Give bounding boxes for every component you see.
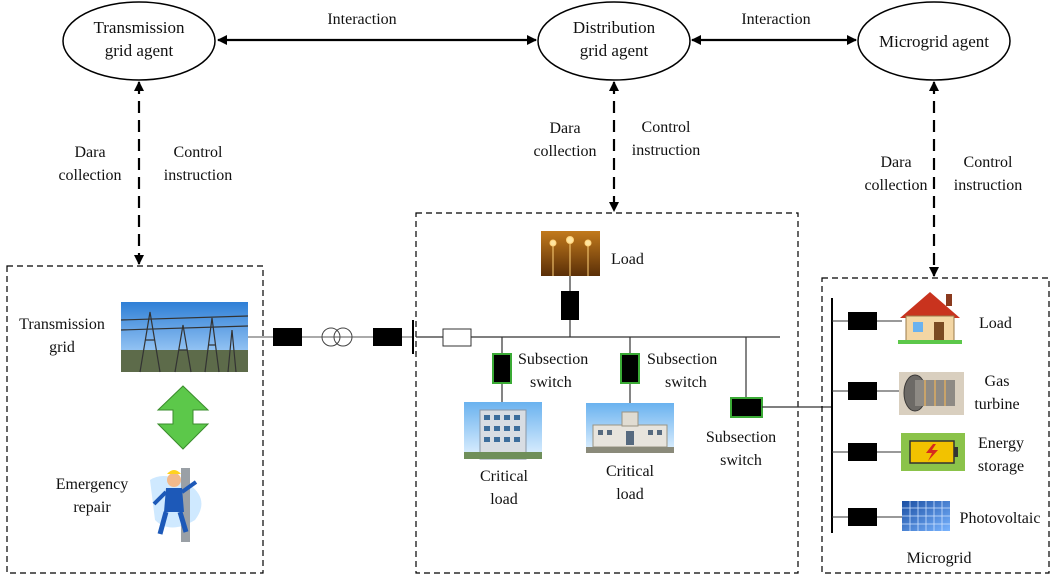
subsection-switch-2 [620,353,640,384]
distribution-grid-agent: Distribution grid agent [537,1,691,81]
transmission-data-label-1: Dara [74,144,105,161]
microgrid-data-label-1: Dara [880,154,911,171]
subsection-switch-2-label-1: Subsection [647,351,717,368]
subsection-switch-1-label-1: Subsection [518,351,588,368]
microgrid-title: Microgrid [907,550,972,567]
transformer-coil-1 [321,327,341,347]
transmission-agent-label-1: Transmission [93,18,185,37]
energy-storage-label-2: storage [978,458,1024,475]
subsection-switch-3-label-2: switch [720,452,762,469]
gas-turbine-label-2: turbine [974,396,1019,413]
distribution-data-label-1: Dara [549,120,580,137]
gas-turbine-image [899,372,964,415]
distribution-load-label: Load [611,251,644,268]
transmission-control-label-2: instruction [164,167,232,184]
distribution-box [415,212,799,574]
subsection-switch-1-label-2: switch [530,374,572,391]
solar-panel-image [902,501,950,531]
distribution-control-label-2: instruction [632,142,700,159]
microgrid-control-label-1: Control [964,154,1013,171]
battery-icon [901,433,965,471]
energy-storage-label-1: Energy [978,435,1024,452]
tie-line [248,320,414,354]
critical-load-1-image [464,402,542,460]
gas-turbine-breaker [848,382,877,400]
interaction-right-label: Interaction [741,11,810,28]
microgrid-load-breaker [848,312,877,330]
photovoltaic-label: Photovoltaic [960,510,1041,527]
energy-storage-breaker [848,443,877,461]
subsection-switch-1 [492,353,512,384]
open-switch [442,328,472,347]
distribution-control-label-1: Control [642,119,691,136]
breaker-2 [373,328,402,346]
subsection-switch-2-label-2: switch [665,374,707,391]
critical-load-2-image [586,403,674,453]
transmission-box [6,265,264,574]
critical-load-2-label-2: load [616,486,644,503]
transmission-agent-label-2: grid agent [105,41,174,60]
transmission-grid-label-2: grid [49,339,75,356]
microgrid-data-label-2: collection [864,177,927,194]
microgrid-load-label: Load [979,315,1012,332]
transmission-grid-agent: Transmission grid agent [62,1,216,81]
photovoltaic-breaker [848,508,877,526]
load-breaker [561,291,579,320]
critical-load-1-label-1: Critical [480,468,529,485]
transmission-control-label: Control [174,144,223,161]
emergency-repair-image [150,468,202,542]
microgrid-control-label-2: instruction [954,177,1022,194]
transmission-grid-label-1: Transmission [19,316,105,333]
transmission-data-label-2: collection [58,167,121,184]
distribution-load-image [541,231,600,276]
emergency-repair-label-2: repair [73,499,111,516]
microgrid-box [821,277,1050,574]
critical-load-1-label-2: load [490,491,518,508]
subsection-switch-3 [730,397,763,418]
microgrid-agent: Microgrid agent [857,1,1011,81]
emergency-repair-label-1: Emergency [56,476,129,493]
gas-turbine-label-1: Gas [985,373,1010,390]
distribution-agent-label-1: Distribution [573,18,656,37]
subsection-switch-3-label-1: Subsection [706,429,776,446]
microgrid-agent-label: Microgrid agent [879,32,989,51]
critical-load-2-label-1: Critical [606,463,655,480]
distribution-data-label-2: collection [533,143,596,160]
breaker-1 [273,328,302,346]
exchange-arrow-icon [156,385,210,450]
interaction-left-label: Interaction [327,11,396,28]
transmission-grid-image [120,302,249,373]
house-icon [898,292,962,344]
transformer-coil-2 [333,327,353,347]
distribution-agent-label-2: grid agent [580,41,649,60]
